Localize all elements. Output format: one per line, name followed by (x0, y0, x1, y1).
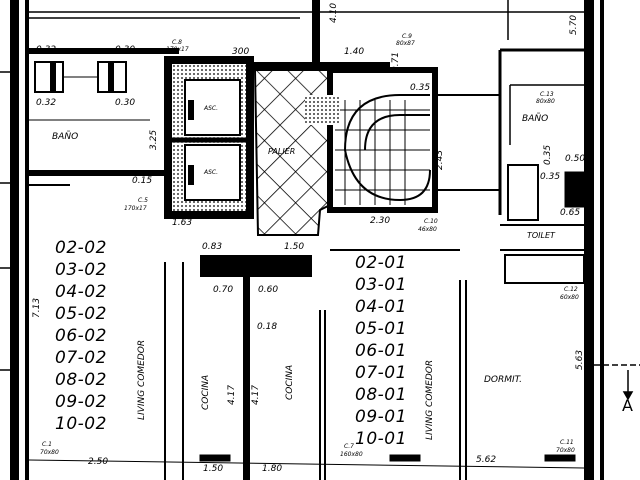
dim-label: 1.80 (262, 464, 283, 474)
room-label-living-right: LIVING COMEDOR (425, 359, 435, 440)
room-label-cocina-left: COCINA (201, 374, 211, 410)
room-label-cocina-right: COCINA (285, 364, 295, 400)
unit-number: 02-02 (55, 238, 107, 258)
opening-code: C.11 (560, 439, 574, 446)
unit-number: 03-02 (55, 260, 107, 280)
opening-size: 70x80 (40, 449, 59, 456)
central-walls (200, 0, 320, 480)
dim-label: 5.62 (476, 455, 497, 465)
room-label-dormit: DORMIT. (484, 375, 522, 385)
dim-label: 0.32 (36, 45, 57, 55)
unit-number: 05-02 (55, 304, 107, 324)
room-label-living-left: LIVING COMEDOR (137, 339, 147, 420)
outer-walls (10, 0, 604, 480)
opening-code: C.7 (344, 443, 354, 450)
dim-label: 0.35 (540, 172, 561, 182)
unit-number: 04-02 (55, 282, 107, 302)
opening-size: 80x87 (396, 40, 415, 47)
unit-list-left: 02-02 03-02 04-02 05-02 06-02 07-02 08-0… (55, 240, 107, 438)
unit-number: 04-01 (355, 297, 407, 317)
dim-label: 0.18 (257, 322, 278, 332)
dim-label: 0.30 (115, 45, 136, 55)
opening-code: C.5 (138, 197, 148, 204)
opening-size: 70x80 (556, 447, 575, 454)
dim-label: 2.43 (435, 149, 445, 170)
unit-number: 07-01 (355, 363, 407, 383)
unit-number: 07-02 (55, 348, 107, 368)
opening-code: C.12 (564, 286, 578, 293)
dim-label: 5.63 (575, 349, 585, 370)
room-label-bano-left: BAÑO (52, 132, 79, 142)
section-marker (0, 71, 640, 401)
unit-number: 10-01 (355, 429, 407, 449)
opening-code: C.13 (540, 91, 554, 98)
unit-list-right: 02-01 03-01 04-01 05-01 06-01 07-01 08-0… (355, 255, 407, 453)
opening-size: 160x80 (340, 451, 363, 458)
elevator-shafts (164, 56, 254, 219)
dim-label: 0.70 (213, 285, 234, 295)
room-label-palier: PALIER (268, 147, 296, 156)
unit-number: 08-02 (55, 370, 107, 390)
unit-number: 08-01 (355, 385, 407, 405)
dim-label: 0.32 (36, 98, 57, 108)
dim-label: 1.63 (172, 218, 193, 228)
dim-label: 0.35 (410, 83, 431, 93)
interior-partitions (29, 184, 467, 480)
stairwell (305, 67, 438, 213)
dim-label: 0.15 (132, 176, 153, 186)
left-bathroom (29, 48, 179, 176)
dim-label: 0.83 (202, 242, 223, 252)
section-mark-label: A (622, 396, 633, 415)
dim-label: 1.40 (344, 47, 365, 57)
opening-code: C.9 (402, 33, 412, 40)
unit-number: 06-02 (55, 326, 107, 346)
dim-label: 0.71 (391, 51, 401, 72)
opening-code: C.10 (424, 218, 438, 225)
unit-number: 06-01 (355, 341, 407, 361)
dim-label: 0.30 (115, 98, 136, 108)
opening-size: 170x17 (166, 46, 189, 53)
room-label-asc-2: ASC. (204, 169, 219, 176)
dim-label: 300 (232, 47, 250, 57)
unit-number: 02-01 (355, 253, 407, 273)
dim-label: 2.30 (370, 216, 391, 226)
dim-label: 0.50 (565, 154, 586, 164)
dim-label: 0.60 (258, 285, 279, 295)
room-label-toilet: TOILET (527, 231, 555, 240)
dim-label: 0.65 (560, 208, 581, 218)
dim-label: 4.17 (227, 384, 237, 405)
opening-code: C.1 (42, 441, 52, 448)
unit-number: 05-01 (355, 319, 407, 339)
top-boundary (29, 11, 584, 19)
unit-number: 03-01 (355, 275, 407, 295)
opening-code: C.8 (172, 39, 182, 46)
dim-label: 0.35 (543, 144, 553, 165)
opening-size: 170x17 (124, 205, 147, 212)
dim-label: 2.50 (88, 457, 109, 467)
dim-label: 1.50 (203, 464, 224, 474)
room-label-asc-1: ASC. (204, 105, 219, 112)
dim-label: 4.17 (251, 384, 261, 405)
dim-label: 5.70 (569, 14, 579, 35)
opening-size: 60x80 (560, 294, 579, 301)
right-bathroom (435, 0, 585, 284)
unit-number: 10-02 (55, 414, 107, 434)
dim-label: 1.50 (284, 242, 305, 252)
opening-size: 80x80 (536, 98, 555, 105)
room-label-bano-right: BAÑO (522, 114, 549, 124)
unit-number: 09-02 (55, 392, 107, 412)
bottom-details (28, 454, 585, 469)
dim-label: 7.13 (32, 297, 42, 318)
opening-size: 46x80 (418, 226, 437, 233)
dim-label: 3.25 (149, 129, 159, 150)
unit-number: 09-01 (355, 407, 407, 427)
dim-label: 4.10 (329, 2, 339, 23)
